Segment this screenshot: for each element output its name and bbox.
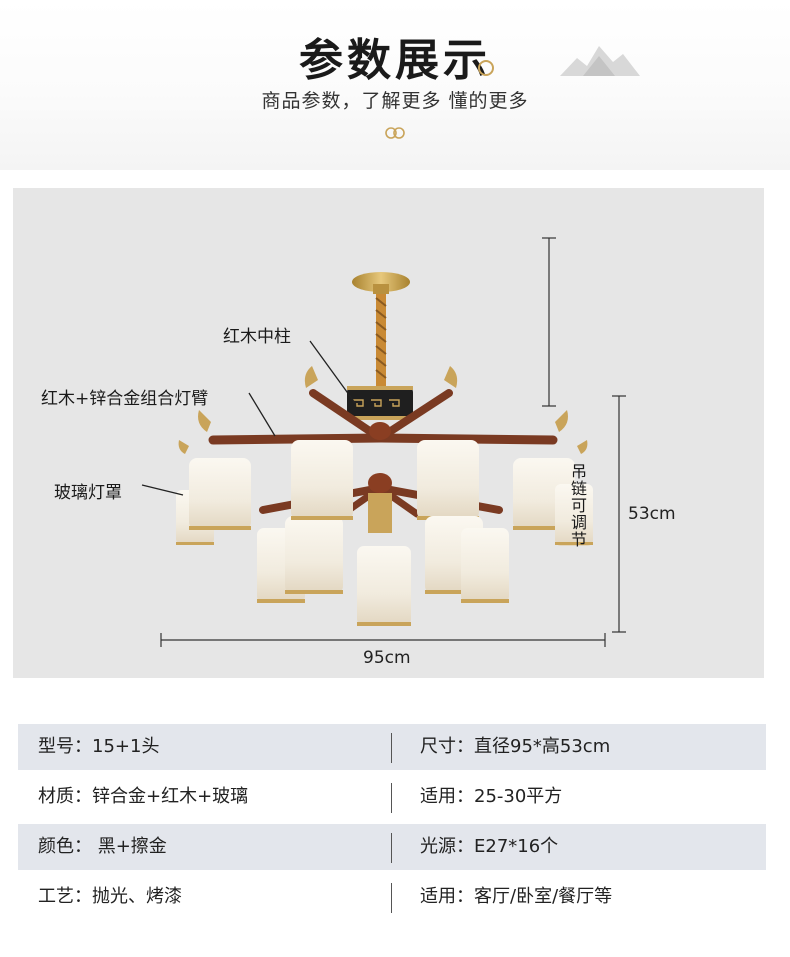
page-subtitle: 商品参数，了解更多 懂的更多	[261, 90, 529, 112]
title-ring-icon	[478, 60, 494, 76]
glass-shades	[176, 440, 593, 626]
dimension-lines	[160, 237, 626, 647]
spec-material: 材质：锌合金+红木+玻璃	[38, 786, 249, 807]
label-shade: 玻璃灯罩	[54, 483, 122, 503]
label-chain: 吊链可调节	[570, 462, 587, 549]
double-ring-icon	[385, 127, 405, 139]
label-center-column: 红木中柱	[223, 327, 291, 347]
header-section: 参数展示 商品参数，了解更多 懂的更多	[0, 0, 790, 170]
page-title: 参数展示	[299, 35, 491, 86]
mountain-ink-icon	[560, 46, 640, 76]
center-band	[347, 388, 413, 418]
ceiling-canopy	[352, 272, 410, 292]
spec-area: 适用：25-30平方	[420, 786, 563, 807]
spec-color: 颜色： 黑+擦金	[38, 836, 167, 857]
spec-light-source: 光源：E27*16个	[420, 836, 559, 857]
spec-process: 工艺：抛光、烤漆	[38, 886, 182, 907]
spec-row: 颜色： 黑+擦金 光源：E27*16个	[18, 824, 766, 870]
callout-lines	[141, 340, 356, 496]
spec-row: 材质：锌合金+红木+玻璃 适用：25-30平方	[18, 774, 766, 820]
hanging-chain	[375, 294, 387, 390]
chandelier-illustration	[141, 237, 626, 647]
label-arm: 红木+锌合金组合灯臂	[41, 389, 209, 409]
product-diagram: 红木中柱 红木+锌合金组合灯臂 玻璃灯罩 吊链可调节 53cm 95cm	[13, 188, 764, 678]
spec-table: 型号：15+1头 尺寸：直径95*高53cm 材质：锌合金+红木+玻璃 适用：2…	[18, 724, 766, 924]
arm-ornaments	[178, 366, 588, 454]
width-dimension: 95cm	[363, 648, 411, 668]
spec-row: 型号：15+1头 尺寸：直径95*高53cm	[18, 724, 766, 770]
spec-model: 型号：15+1头	[38, 736, 160, 757]
height-dimension: 53cm	[628, 504, 676, 524]
spec-row: 工艺：抛光、烤漆 适用：客厅/卧室/餐厅等	[18, 874, 766, 920]
spec-rooms: 适用：客厅/卧室/餐厅等	[420, 886, 613, 907]
spec-size: 尺寸：直径95*高53cm	[420, 736, 611, 757]
